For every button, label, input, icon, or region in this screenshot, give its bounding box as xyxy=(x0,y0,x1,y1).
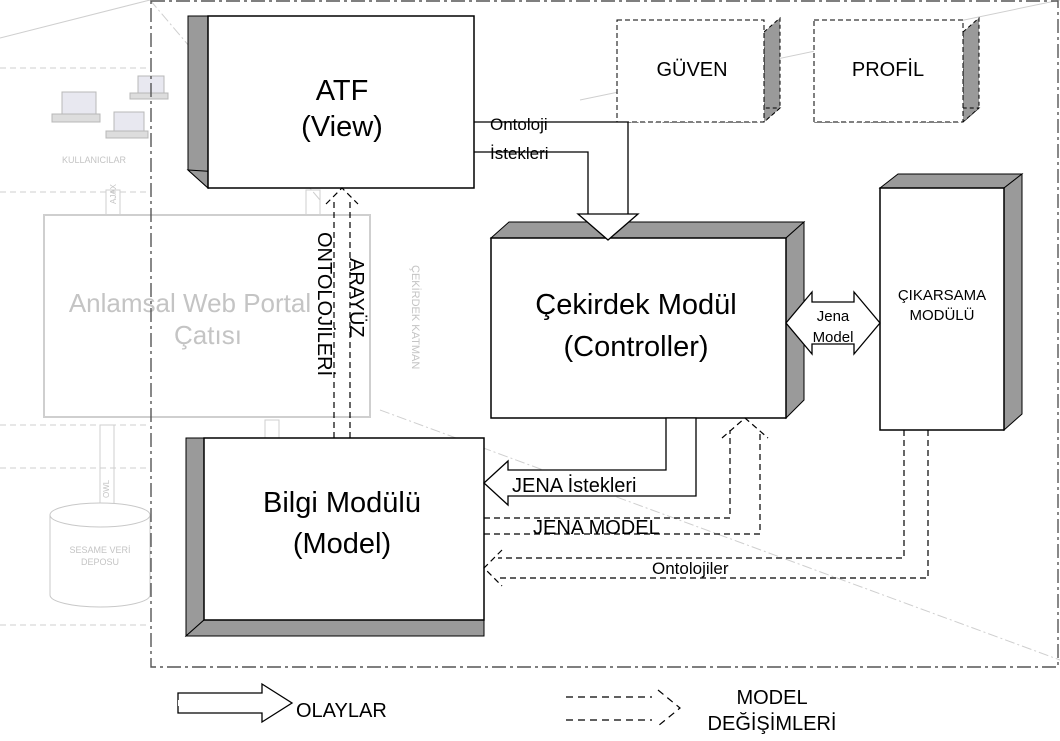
jena-model-label1: Jena xyxy=(817,308,850,325)
cekirdek-title: Çekirdek Modül xyxy=(535,289,736,321)
ajax-label: AJAX xyxy=(109,183,118,204)
portal-frame xyxy=(43,214,371,418)
jena-model-dashed-arrow xyxy=(484,417,769,535)
repo-label-line1: SESAME VERİ xyxy=(69,545,130,555)
atf-subtitle: (View) xyxy=(301,111,383,143)
arayuz-label1: ARAYÜZ xyxy=(345,258,367,338)
users-label: KULLANICILAR xyxy=(62,155,127,165)
ontoloji-istekleri-arrow xyxy=(474,121,629,214)
jena-model-label2: Model xyxy=(813,329,854,346)
jena-istekleri-label: JENA İstekleri xyxy=(512,474,636,497)
cikarsama-subtitle: MODÜLÜ xyxy=(909,306,974,324)
ontoloji-istekleri-arrowhead xyxy=(576,213,640,241)
portal-title-line2: Çatısı xyxy=(174,320,242,350)
arayuz-label2: ONTOLOJİLERİ xyxy=(313,232,336,376)
guven-label: GÜVEN xyxy=(656,59,727,81)
ajax-arrow xyxy=(105,189,121,216)
jena-istekleri-arrow xyxy=(483,417,697,507)
legend-model-arrow xyxy=(566,689,681,727)
repo-label-line2: DEPOSU xyxy=(81,557,119,567)
cikarsama-modulu-box xyxy=(878,172,1024,432)
cekirdek-subtitle: (Controller) xyxy=(563,331,708,363)
atf-view-box xyxy=(186,15,475,190)
profil-box xyxy=(812,16,981,124)
legend-olaylar-arrow xyxy=(177,682,294,724)
cikarsama-title: ÇIKARSAMA xyxy=(898,287,986,304)
legend-olaylar-label: OLAYLAR xyxy=(296,700,387,722)
database-icon xyxy=(49,502,151,608)
main-frame xyxy=(150,0,1059,668)
ontolojiler-label: Ontolojiler xyxy=(652,559,729,578)
guven-box xyxy=(615,16,782,124)
bilgi-subtitle: (Model) xyxy=(293,528,391,560)
portal-title-line1: Anlamsal Web Portal xyxy=(69,288,311,318)
ontoloji-istekleri-label1: Ontoloji xyxy=(490,115,548,134)
bilgi-modulu-box xyxy=(184,437,485,638)
arayuz-ontolojileri-arrow xyxy=(325,187,359,438)
jena-model-dashed-label: JENA MODEL xyxy=(533,517,660,539)
legend-model-label2: DEĞİŞİMLERİ xyxy=(708,712,837,735)
jena-model-double-arrow xyxy=(785,290,881,356)
kernel-layer-label: ÇEKİRDEK KATMAN xyxy=(409,265,422,369)
atf-title: ATF xyxy=(316,75,369,107)
owl-label: OWL xyxy=(102,479,111,498)
profil-label: PROFİL xyxy=(852,58,924,81)
ontolojiler-dashed-arrow xyxy=(483,430,929,587)
legend-model-label1: MODEL xyxy=(736,687,807,709)
bilgi-title: Bilgi Modülü xyxy=(263,487,421,519)
ontoloji-istekleri-label2: İstekleri xyxy=(490,144,549,163)
